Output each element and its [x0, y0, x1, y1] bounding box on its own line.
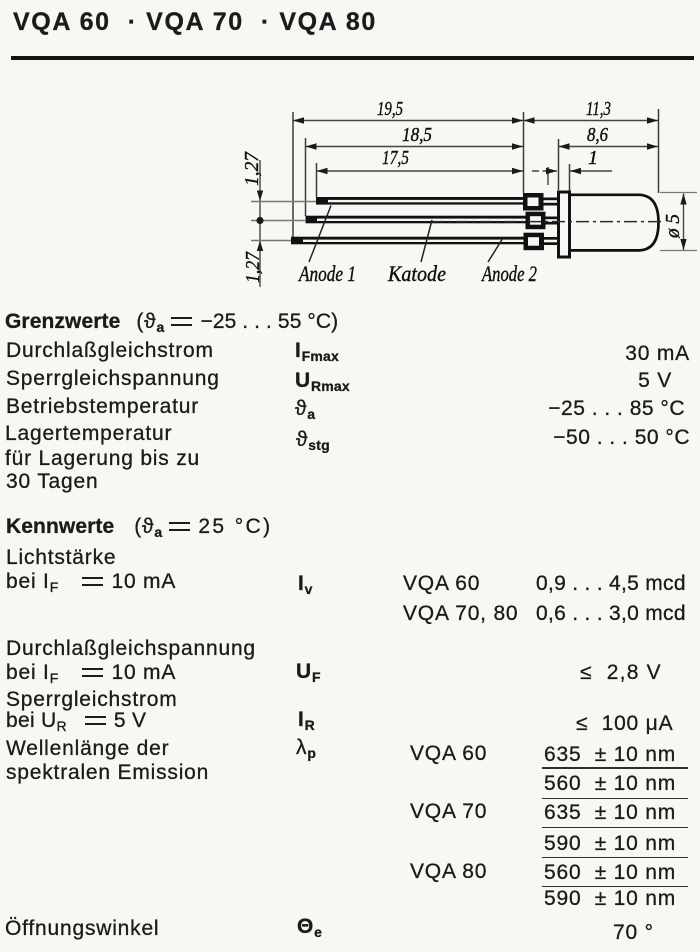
svg-text:18,5: 18,5: [402, 124, 432, 146]
svg-text:ø 5: ø 5: [662, 214, 684, 239]
svg-text:1,27: 1,27: [242, 251, 264, 283]
svg-text:8,6: 8,6: [587, 124, 608, 146]
svg-text:Anode 1: Anode 1: [297, 261, 356, 286]
svg-text:1,27: 1,27: [241, 151, 263, 186]
svg-text:Anode 2: Anode 2: [480, 261, 537, 286]
svg-text:17,5: 17,5: [382, 147, 409, 169]
svg-text:1: 1: [588, 147, 598, 169]
svg-text:11,3: 11,3: [586, 98, 611, 120]
svg-text:Katode: Katode: [387, 261, 446, 286]
svg-text:19,5: 19,5: [377, 98, 403, 120]
